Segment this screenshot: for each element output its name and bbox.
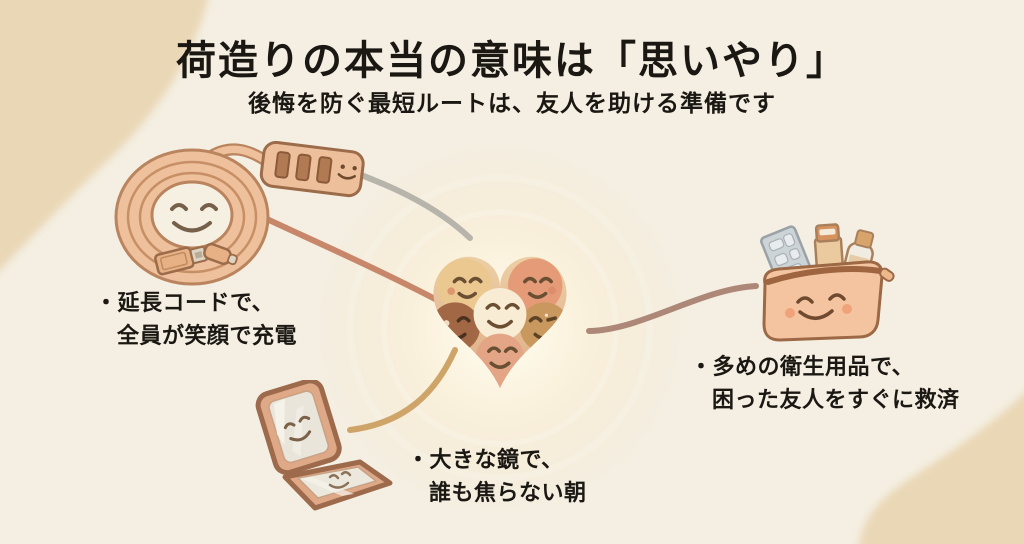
- zipper-pull: [879, 267, 895, 282]
- compact-mirror-icon: [255, 380, 393, 511]
- usb-plug-small: [203, 242, 238, 266]
- extension-cord-label-line1: ・延長コードで、: [95, 290, 275, 315]
- pouch-smiley-face: [785, 293, 852, 320]
- face-left: [433, 302, 481, 352]
- power-strip-icon: [259, 140, 365, 198]
- heart-glow-ring-outer: [346, 174, 654, 482]
- hygiene-pouch-label-line1: ・多めの衛生用品で、: [690, 354, 915, 379]
- connector-line-cable: [249, 209, 440, 303]
- hygiene-pouch-label-line2: 困った友人をすぐに救済: [712, 387, 960, 412]
- page-subtitle: 後悔を防ぐ最短ルートは、友人を助ける準備です: [248, 90, 776, 116]
- extension-cord-label-line2: 全員が笑顔で充電: [117, 323, 298, 348]
- face-center: [473, 288, 527, 341]
- corner-blob-bottom-right: [858, 393, 1024, 544]
- mirror-bottom-panel: [282, 459, 393, 511]
- heart-of-faces-icon: [433, 256, 567, 389]
- face-top-left: [437, 258, 492, 313]
- mirror-top-panel: [255, 380, 342, 476]
- hygiene-pouch-label: ・多めの衛生用品で、 困った友人をすぐに救済: [690, 350, 960, 416]
- corner-blob-top-left: [0, 0, 208, 270]
- page-title: 荷造りの本当の意味は「思いやり」: [176, 39, 848, 83]
- pouch-body: [762, 260, 895, 342]
- compact-mirror-label-line2: 誰も焦らない朝: [429, 480, 587, 505]
- compact-mirror-label: ・大きな鏡で、 誰も焦らない朝: [407, 443, 587, 509]
- coil-smiley-face: [170, 203, 218, 233]
- connector-line-pouch: [586, 283, 759, 334]
- extension-cord-label: ・延長コードで、 全員が笑顔で充電: [95, 286, 297, 352]
- mirror-reflection-face: [328, 471, 352, 489]
- hygiene-pouch-icon: [760, 223, 895, 342]
- extension-cord-icon: [114, 140, 365, 286]
- compact-mirror-label-line1: ・大きな鏡で、: [407, 447, 564, 472]
- mirror-smiley-face: [283, 415, 312, 442]
- face-bottom: [476, 333, 524, 389]
- face-right: [520, 302, 567, 352]
- strip-smiley-face: [337, 164, 357, 180]
- usb-plug-large: [154, 245, 208, 276]
- connector-line-mirror: [347, 347, 458, 433]
- face-top-right: [508, 258, 563, 313]
